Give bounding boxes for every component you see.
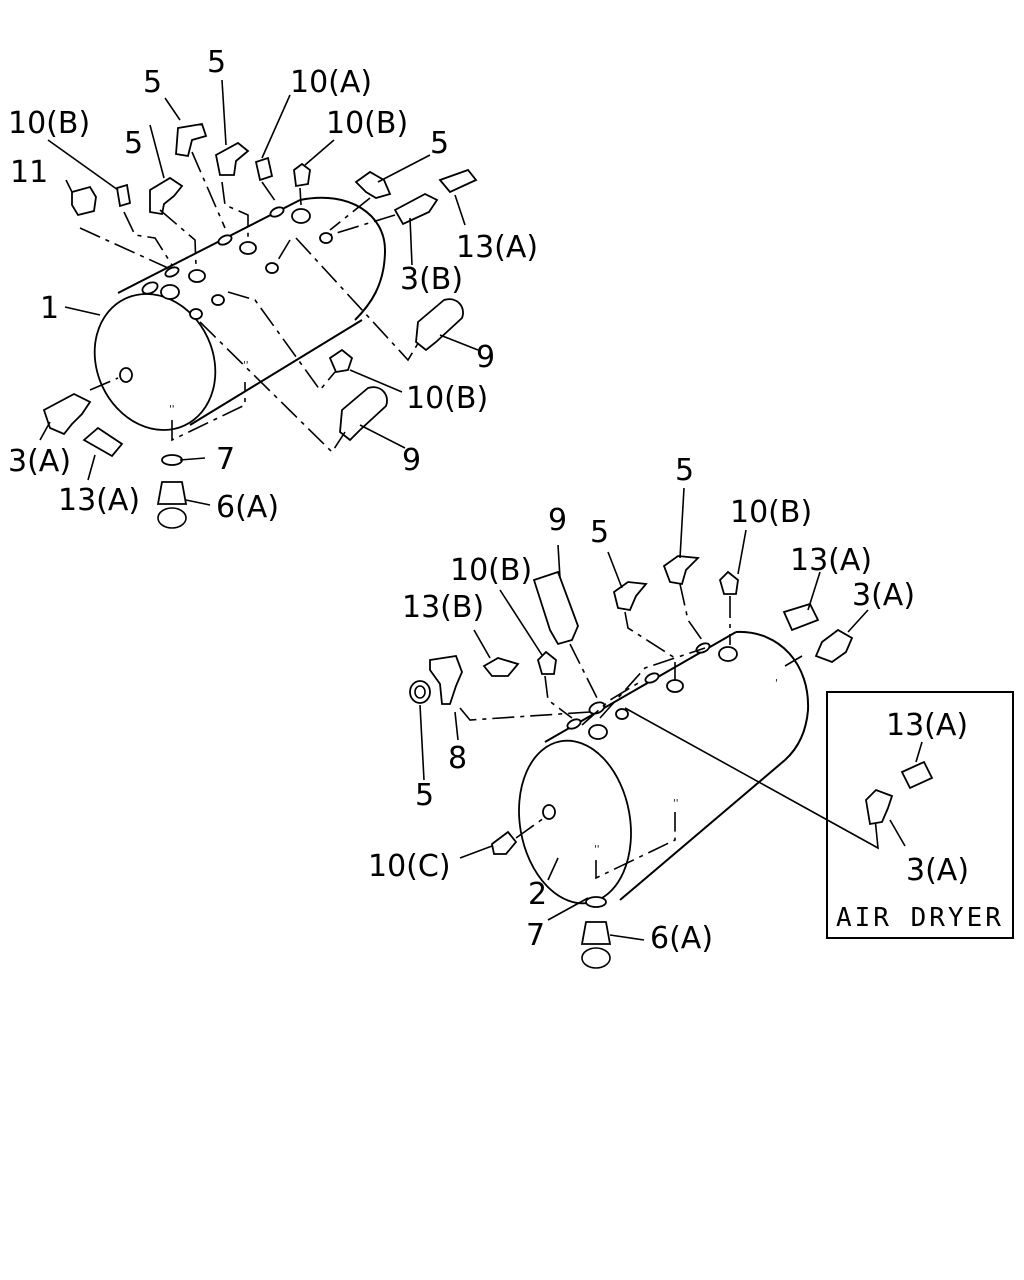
- air-dryer-box: [826, 691, 1014, 939]
- label-5: 5: [124, 126, 143, 161]
- label-3a: 3(A): [852, 578, 915, 613]
- air-tank-1: '' '': [93, 196, 387, 431]
- label-13a: 13(A): [58, 483, 140, 518]
- label-13a: 13(A): [886, 708, 968, 743]
- callout-labels: 11 10(B) 5 5 5 10(A) 10(B) 5 13(A) 3(B) …: [8, 45, 1004, 956]
- label-3a: 3(A): [906, 853, 969, 888]
- label-10b: 10(B): [8, 106, 90, 141]
- tank1-fittings: [42, 122, 478, 529]
- label-5: 5: [143, 65, 162, 100]
- svg-text:': ': [775, 678, 778, 689]
- label-6a: 6(A): [216, 490, 279, 525]
- label-6a: 6(A): [650, 921, 713, 956]
- label-9: 9: [402, 443, 421, 478]
- label-10b: 10(B): [730, 495, 812, 530]
- label-10b: 10(B): [326, 106, 408, 141]
- label-13a: 13(A): [790, 543, 872, 578]
- label-5: 5: [430, 126, 449, 161]
- label-5: 5: [207, 45, 226, 80]
- label-9: 9: [548, 503, 567, 538]
- air-dryer-label: AIR DRYER: [836, 903, 1004, 933]
- label-13a: 13(A): [456, 230, 538, 265]
- label-5: 5: [590, 515, 609, 550]
- svg-text:'': '': [243, 360, 249, 371]
- label-7: 7: [216, 442, 235, 477]
- tank2-fittings: [409, 555, 854, 969]
- label-10a: 10(A): [290, 65, 372, 100]
- tank2-leaders: [419, 487, 879, 941]
- label-3b: 3(B): [400, 262, 463, 297]
- tank1-leaders: [39, 79, 479, 506]
- label-9: 9: [476, 340, 495, 375]
- svg-text:'': '': [673, 798, 679, 809]
- label-8: 8: [448, 741, 467, 776]
- label-2: 2: [528, 877, 547, 912]
- label-13b: 13(B): [402, 590, 484, 625]
- label-10c: 10(C): [368, 849, 451, 884]
- svg-text:'': '': [169, 404, 175, 415]
- air-tank-2: '' '' ': [518, 630, 810, 905]
- label-11: 11: [10, 155, 48, 190]
- label-5: 5: [415, 778, 434, 813]
- label-5: 5: [675, 453, 694, 488]
- label-3a: 3(A): [8, 444, 71, 479]
- label-1: 1: [40, 291, 59, 326]
- svg-text:'': '': [594, 844, 600, 855]
- label-10b: 10(B): [406, 381, 488, 416]
- label-7: 7: [526, 918, 545, 953]
- label-10b: 10(B): [450, 553, 532, 588]
